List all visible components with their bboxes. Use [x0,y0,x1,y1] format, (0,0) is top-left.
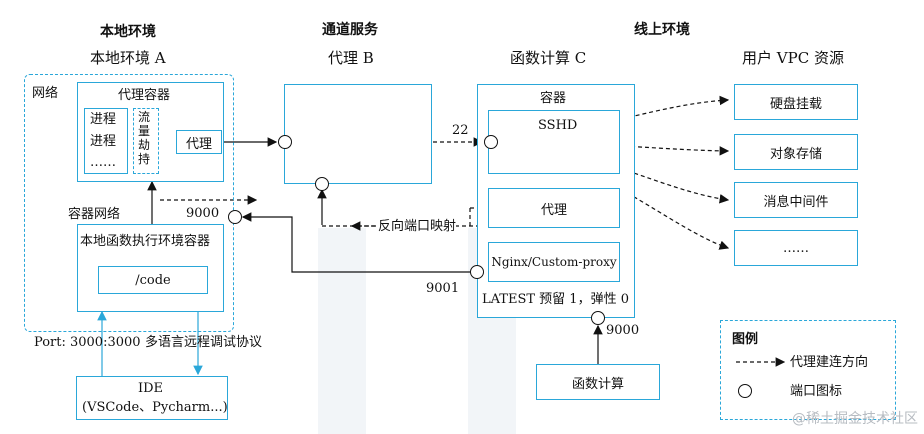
process-list [84,108,128,174]
vpc-more: …… [734,230,858,266]
local-network-region [24,74,234,332]
fc-proxy-box: 代理 [488,188,620,228]
port-icon-9000-local [228,210,242,224]
port-label-9000-fc: 9000 [606,323,640,338]
legend-arrow-label: 代理建连方向 [790,355,869,370]
port-icon-9001 [470,265,484,279]
container-network-label: 容器网络 [68,207,121,222]
header-tunnel: 通道服务 [322,22,378,38]
port-mapping-label: Port: 3000:3000 [34,335,141,350]
port-icon-proxy-b-in [278,135,292,149]
debug-protocol-label: 多语言远程调试协议 [145,335,263,350]
header-local-env: 本地环境 [100,24,156,40]
proxy-container-label: 代理容器 [118,88,171,103]
legend-title: 图例 [732,332,759,347]
port-icon-sshd-22 [484,135,498,149]
legend-port-icon [738,384,752,398]
port-label-9001: 9001 [426,281,460,296]
local-proxy: 代理 [176,130,222,154]
proxy-b-box [284,84,432,184]
sshd-box [488,110,620,174]
fc-container-label: 容器 [540,91,567,106]
subheader-fc-c: 函数计算 C [510,49,587,67]
vpc-disk: 硬盘挂载 [734,84,858,120]
ide-tools-label: (VSCode、Pycharm...) [82,400,228,415]
port-icon-proxy-b-reverse [315,177,329,191]
ide-box [76,376,228,420]
port-icon-9000-fc [591,311,605,325]
process-item: 进程 [90,112,117,127]
subheader-proxy-b: 代理 B [328,49,374,67]
subheader-local-env-a: 本地环境 A [90,49,166,67]
code-dir: /code [98,266,208,294]
vpc-message-middleware: 消息中间件 [734,182,858,218]
nginx-box: Nginx/Custom-proxy [488,242,620,282]
process-item: …… [90,155,116,170]
reverse-map-label: 反向端口映射 [378,219,457,235]
sshd-label: SSHD [538,118,578,133]
ide-label: IDE [138,381,164,396]
legend [720,320,896,420]
network-label: 网络 [32,86,59,101]
port-label-22: 22 [452,123,469,138]
process-item: 进程 [90,134,117,149]
watermark: @稀土掘金技术社区 [792,411,918,427]
subheader-vpc: 用户 VPC 资源 [742,49,844,67]
port-label-9000-local: 9000 [186,206,220,221]
background-decoration [318,228,366,434]
latest-label: LATEST 预留 1，弹性 0 [482,292,629,307]
vpc-object-storage: 对象存储 [734,134,858,170]
legend-port-label: 端口图标 [790,384,843,399]
invoke-box: 函数计算 [536,364,660,400]
header-online-env: 线上环境 [634,22,690,38]
exec-env-label: 本地函数执行环境容器 [80,234,211,249]
traffic-hijack-label: 流量劫持 [138,110,151,166]
traffic-hijack [133,108,159,174]
